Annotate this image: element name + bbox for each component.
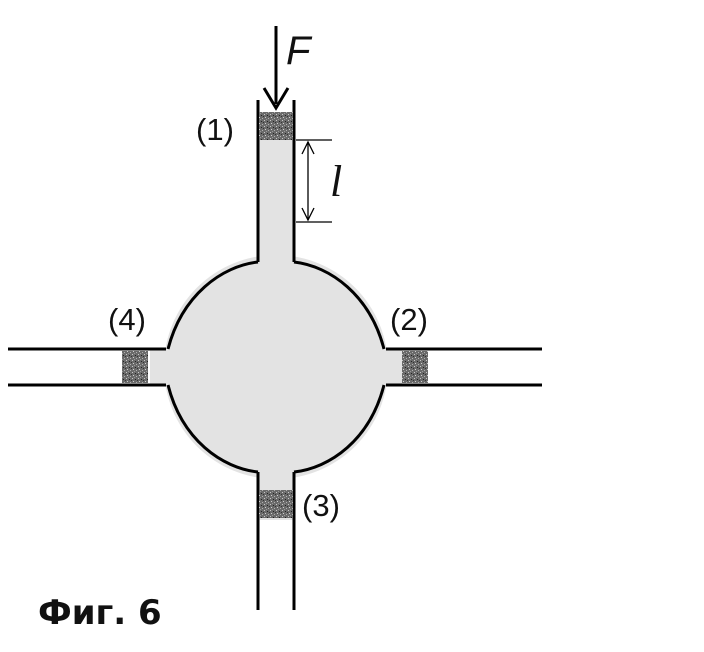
fluid-region — [150, 112, 402, 520]
piston-2 — [402, 351, 428, 383]
piston-3 — [259, 490, 293, 518]
force-arrow — [262, 26, 290, 111]
force-label: F — [286, 29, 313, 73]
piston-label-4: (4) — [108, 302, 146, 337]
length-dimension — [296, 139, 332, 223]
piston-label-3: (3) — [302, 488, 340, 523]
piston-1 — [259, 112, 293, 140]
figure-caption: Фиг. 6 — [38, 593, 162, 633]
piston-label-2: (2) — [390, 302, 428, 337]
vessel-walls — [8, 100, 542, 610]
length-label: l — [330, 157, 342, 206]
piston-4 — [122, 351, 148, 383]
piston-label-1: (1) — [196, 112, 234, 147]
